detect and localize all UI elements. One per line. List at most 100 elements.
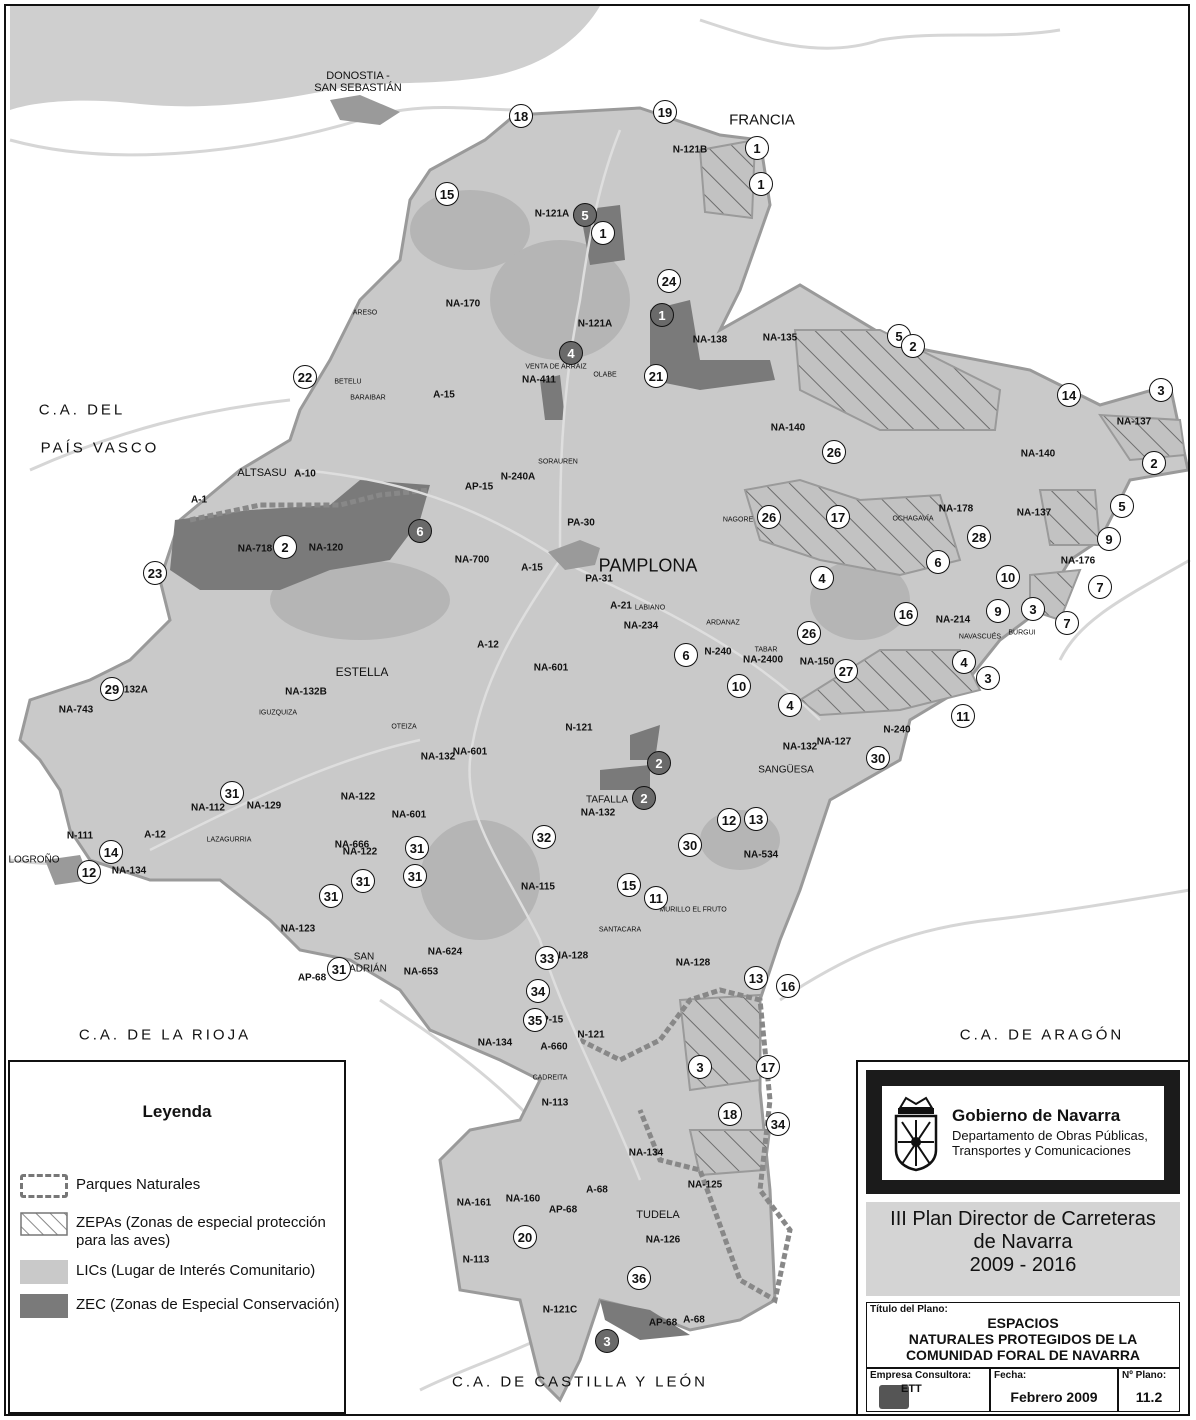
site-marker: 3 xyxy=(976,666,1000,690)
ett-logo-icon xyxy=(879,1385,909,1409)
site-marker: 3 xyxy=(1021,597,1045,621)
site-marker: 27 xyxy=(834,659,858,683)
plan-title-line-3: COMUNIDAD FORAL DE NAVARRA xyxy=(905,1347,1141,1363)
site-marker: 6 xyxy=(926,550,950,574)
legend-panel: Leyenda Parques Naturales ZEPAs (Zonas d… xyxy=(8,1060,346,1414)
government-name: Gobierno de Navarra xyxy=(952,1106,1121,1125)
company-label: Empresa Consultora: xyxy=(870,1370,972,1381)
site-marker: 20 xyxy=(513,1225,537,1249)
site-marker: 14 xyxy=(99,840,123,864)
site-marker: 31 xyxy=(405,836,429,860)
site-marker: 23 xyxy=(143,561,167,585)
site-marker: 1 xyxy=(591,221,615,245)
site-marker: 32 xyxy=(532,825,556,849)
site-marker: 22 xyxy=(293,365,317,389)
site-marker: 18 xyxy=(509,104,533,128)
date-cell: Fecha: Febrero 2009 xyxy=(990,1368,1118,1412)
site-marker: 15 xyxy=(435,182,459,206)
site-marker: 17 xyxy=(756,1055,780,1079)
site-marker: 19 xyxy=(653,100,677,124)
site-marker: 13 xyxy=(744,807,768,831)
site-marker: 7 xyxy=(1055,611,1079,635)
site-marker: 12 xyxy=(77,860,101,884)
company-cell: Empresa Consultora: ETT xyxy=(866,1368,990,1412)
site-marker: 1 xyxy=(745,136,769,160)
plan-title-line-1: ESPACIOS xyxy=(987,1315,1059,1331)
site-marker: 36 xyxy=(627,1266,651,1290)
zec-site-marker: 2 xyxy=(632,786,656,810)
site-marker: 4 xyxy=(952,650,976,674)
site-marker: 4 xyxy=(778,693,802,717)
parques-naturales xyxy=(189,487,793,1304)
site-marker: 16 xyxy=(894,602,918,626)
site-marker: 17 xyxy=(826,505,850,529)
legend-label-parques: Parques Naturales xyxy=(76,1176,201,1193)
site-marker: 10 xyxy=(727,674,751,698)
site-marker: 6 xyxy=(674,643,698,667)
plano-value: 11.2 xyxy=(1135,1389,1163,1405)
company-name: ETT xyxy=(901,1383,922,1395)
legend-title: Leyenda xyxy=(142,1102,212,1121)
site-marker: 31 xyxy=(327,957,351,981)
site-marker: 15 xyxy=(617,873,641,897)
plan-title-cell: Título del Plano: ESPACIOS NATURALES PRO… xyxy=(866,1302,1180,1368)
pamplona-urban-area xyxy=(548,540,600,570)
zepa-swatch xyxy=(20,1212,68,1236)
site-marker: 2 xyxy=(1142,451,1166,475)
zec-site-marker: 4 xyxy=(559,341,583,365)
site-marker: 31 xyxy=(319,884,343,908)
site-marker: 2 xyxy=(273,535,297,559)
date-label: Fecha: xyxy=(994,1370,1027,1381)
plano-cell: Nº Plano: 11.2 xyxy=(1118,1368,1180,1412)
site-marker: 2 xyxy=(901,334,925,358)
site-marker: 34 xyxy=(766,1112,790,1136)
plan-title: III Plan Director de Carreteras de Navar… xyxy=(866,1202,1180,1296)
site-marker: 30 xyxy=(678,833,702,857)
site-marker: 9 xyxy=(986,599,1010,623)
site-marker: 26 xyxy=(757,505,781,529)
site-marker: 30 xyxy=(866,746,890,770)
site-marker: 18 xyxy=(718,1102,742,1126)
site-marker: 31 xyxy=(403,864,427,888)
site-marker: 3 xyxy=(688,1055,712,1079)
lic-swatch xyxy=(20,1260,68,1284)
site-marker: 16 xyxy=(776,974,800,998)
site-marker: 12 xyxy=(717,808,741,832)
zec-swatch xyxy=(20,1294,68,1318)
site-marker: 1 xyxy=(749,172,773,196)
site-marker: 29 xyxy=(100,677,124,701)
zec-site-marker: 5 xyxy=(573,203,597,227)
site-marker: 3 xyxy=(1149,378,1173,402)
government-header: Gobierno de Navarra Departamento de Obra… xyxy=(866,1070,1180,1194)
plan-title-label: Título del Plano: xyxy=(870,1304,948,1315)
plano-label: Nº Plano: xyxy=(1122,1370,1167,1381)
plan-title-text: ESPACIOS NATURALES PROTEGIDOS DE LA COMU… xyxy=(867,1315,1179,1363)
date-value: Febrero 2009 xyxy=(1010,1389,1098,1405)
zec-site-marker: 1 xyxy=(650,303,674,327)
zepa-areas xyxy=(678,138,1187,1177)
site-marker: 26 xyxy=(797,621,821,645)
site-marker: 11 xyxy=(951,704,975,728)
site-marker: 5 xyxy=(1110,494,1134,518)
site-marker: 14 xyxy=(1057,383,1081,407)
site-marker: 13 xyxy=(744,966,768,990)
site-marker: 26 xyxy=(822,440,846,464)
site-marker: 28 xyxy=(967,525,991,549)
parque-swatch xyxy=(20,1174,68,1198)
plan-title-line-2: NATURALES PROTEGIDOS DE LA xyxy=(908,1331,1138,1347)
zec-site-marker: 6 xyxy=(408,519,432,543)
government-box: Gobierno de Navarra Departamento de Obra… xyxy=(882,1086,1164,1180)
navarra-coat-of-arms-icon xyxy=(894,1096,938,1172)
zec-site-marker: 3 xyxy=(595,1329,619,1353)
donostia-urban-area xyxy=(330,95,400,125)
site-marker: 10 xyxy=(996,565,1020,589)
internal-roads xyxy=(149,129,821,1181)
legend-label-zepas: ZEPAs (Zonas de especial protección para… xyxy=(76,1214,326,1249)
site-marker: 21 xyxy=(644,364,668,388)
plan-line-3: 2009 - 2016 xyxy=(969,1254,1077,1276)
site-marker: 34 xyxy=(526,979,550,1003)
plan-line-2: de Navarra xyxy=(973,1231,1073,1253)
plan-line-1: III Plan Director de Carreteras xyxy=(890,1208,1156,1230)
site-marker: 11 xyxy=(644,886,668,910)
site-marker: 9 xyxy=(1097,527,1121,551)
